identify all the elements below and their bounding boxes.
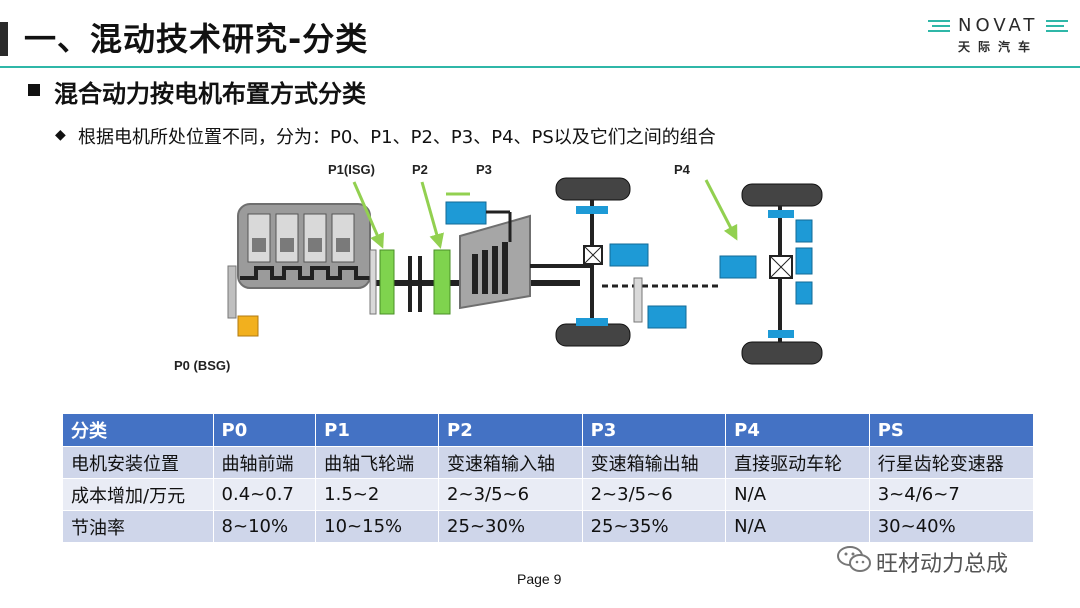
p1-isg-motor <box>379 249 395 315</box>
table-cell: N/A <box>725 478 870 511</box>
header-cell: P3 <box>581 413 727 447</box>
table-cell: 8~10% <box>212 510 317 543</box>
engine-block <box>227 203 372 319</box>
logo-lines-left-icon <box>928 20 950 32</box>
motor-position-table: 分类 P0 P1 P2 P3 P4 PS 电机安装位置 曲轴前端 曲轴飞轮端 变… <box>62 413 1035 543</box>
p2-label: P2 <box>412 162 428 177</box>
header-cell: P2 <box>438 413 583 447</box>
p3-label: P3 <box>476 162 492 177</box>
p2-motor <box>433 249 451 315</box>
table-cell: 25~35% <box>581 510 727 543</box>
table-row: 电机安装位置 曲轴前端 曲轴飞轮端 变速箱输入轴 变速箱输出轴 直接驱动车轮 行… <box>62 446 1035 479</box>
table-row: 成本增加/万元 0.4~0.7 1.5~2 2~3/5~6 2~3/5~6 N/… <box>62 478 1035 511</box>
table-cell: 10~15% <box>315 510 440 543</box>
p0-bsg-motor <box>237 315 259 337</box>
page-number: Page 9 <box>517 571 562 587</box>
table-cell: 30~40% <box>868 510 1035 543</box>
p4-motor <box>719 255 757 279</box>
square-bullet-icon <box>28 84 40 96</box>
table-cell: 变速箱输入轴 <box>438 446 583 479</box>
front-axle <box>555 177 649 347</box>
watermark-text: 旺材动力总成 <box>876 552 1009 577</box>
wechat-icon <box>837 546 871 572</box>
header-cell: P4 <box>725 413 870 447</box>
table-cell: 25~30% <box>438 510 583 543</box>
table-cell: 直接驱动车轮 <box>725 446 870 479</box>
table-cell: 曲轴飞轮端 <box>315 446 440 479</box>
header-cell: PS <box>868 413 1035 447</box>
section-description: 根据电机所处位置不同，分为：P0、P1、P2、P3、P4、PS以及它们之间的组合 <box>78 127 716 148</box>
section-heading: 混合动力按电机布置方式分类 <box>54 80 366 108</box>
p1-label: P1(ISG) <box>328 162 375 177</box>
brand-logo: NOVAT 天际汽车 <box>928 15 1068 59</box>
table-row: 节油率 8~10% 10~15% 25~30% 25~35% N/A 30~40… <box>62 510 1035 543</box>
table-cell: 电机安装位置 <box>62 446 214 479</box>
header-cell: P1 <box>315 413 440 447</box>
title-divider <box>0 66 1080 68</box>
table-cell: N/A <box>725 510 870 543</box>
table-cell: 1.5~2 <box>315 478 440 511</box>
logo-chinese-name: 天际汽车 <box>958 40 1039 54</box>
table-cell: 行星齿轮变速器 <box>868 446 1035 479</box>
header-cell: 分类 <box>62 413 214 447</box>
p3-motor <box>445 201 487 225</box>
rear-axle <box>719 183 823 365</box>
watermark: 旺材动力总成 <box>832 540 1072 580</box>
table-cell: 0.4~0.7 <box>212 478 317 511</box>
table-cell: 2~3/5~6 <box>438 478 583 511</box>
table-header-row: 分类 P0 P1 P2 P3 P4 PS <box>62 413 1035 447</box>
table-cell: 2~3/5~6 <box>581 478 727 511</box>
table-cell: 3~4/6~7 <box>868 478 1035 511</box>
table-cell: 成本增加/万元 <box>62 478 214 511</box>
page-title: 一、混动技术研究-分类 <box>24 20 369 58</box>
table-cell: 曲轴前端 <box>212 446 317 479</box>
logo-wordmark: NOVAT <box>958 15 1039 36</box>
hybrid-powertrain-diagram: P0 (BSG) P1(ISG) P2 P3 <box>174 162 823 373</box>
table-cell: 变速箱输出轴 <box>581 446 727 479</box>
table-cell: 节油率 <box>62 510 214 543</box>
diamond-bullet-icon: ◆ <box>55 127 66 143</box>
p0-label: P0 (BSG) <box>174 358 230 373</box>
title-accent-mark <box>0 22 8 56</box>
logo-lines-right-icon <box>1046 20 1068 32</box>
header-cell: P0 <box>212 413 317 447</box>
p4-label: P4 <box>674 162 691 177</box>
